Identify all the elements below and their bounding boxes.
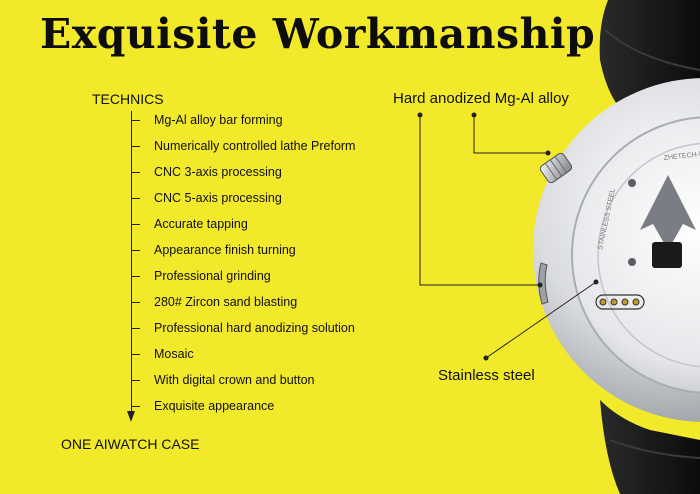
process-step: 280# Zircon sand blasting: [131, 295, 297, 309]
process-step: Mg-Al alloy bar forming: [131, 113, 283, 127]
process-step: Professional grinding: [131, 269, 271, 283]
callout-steel-label: Stainless steel: [438, 367, 535, 384]
logo-arrow-icon: [640, 175, 696, 250]
process-step-label: Appearance finish turning: [154, 243, 296, 257]
process-flow-line: [131, 111, 132, 411]
callout-lines: [419, 115, 597, 359]
screw-icon: [628, 179, 636, 187]
process-step-label: Accurate tapping: [154, 217, 248, 231]
process-step: Appearance finish turning: [131, 243, 296, 257]
process-step: Professional hard anodizing solution: [131, 321, 355, 335]
arrow-down-icon: [127, 411, 135, 422]
digital-crown: [539, 152, 573, 184]
process-step: Mosaic: [131, 347, 194, 361]
process-step-label: 280# Zircon sand blasting: [154, 295, 298, 309]
technics-heading: TECHNICS: [92, 91, 164, 107]
process-step: CNC 3-axis processing: [131, 165, 282, 179]
process-step-label: With digital crown and button: [154, 373, 315, 387]
process-step: With digital crown and button: [131, 373, 315, 387]
process-step: CNC 5-axis processing: [131, 191, 282, 205]
process-step-label: Professional grinding: [154, 269, 271, 283]
process-step-label: Professional hard anodizing solution: [154, 321, 355, 335]
process-step-label: Mg-Al alloy bar forming: [154, 113, 283, 127]
page-title: Exquisite Workmanship: [40, 10, 596, 58]
heart-rate-sensor: [652, 242, 682, 268]
side-button: [538, 262, 549, 305]
process-step: Numerically controlled lathe Preform: [131, 139, 355, 153]
watch-strap-bottom: [600, 400, 700, 494]
result-label: ONE AIWATCH CASE: [61, 436, 200, 452]
process-step: Accurate tapping: [131, 217, 248, 231]
screw-icon: [628, 258, 636, 266]
process-step-label: CNC 3-axis processing: [154, 165, 282, 179]
process-step-label: Numerically controlled lathe Preform: [154, 139, 356, 153]
process-step: Exquisite appearance: [131, 399, 274, 413]
callout-alloy-label: Hard anodized Mg-Al alloy: [393, 90, 569, 107]
process-step-label: Exquisite appearance: [154, 399, 275, 413]
process-step-label: Mosaic: [154, 347, 194, 361]
process-step-label: CNC 5-axis processing: [154, 191, 282, 205]
